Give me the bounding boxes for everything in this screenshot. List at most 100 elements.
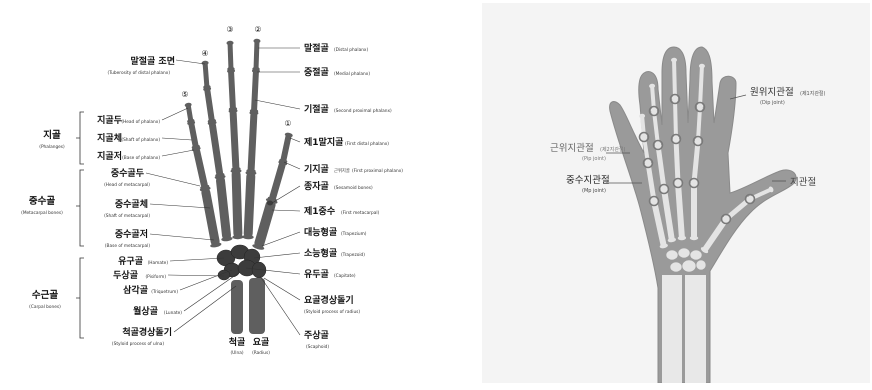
carpal-bone-6	[217, 269, 231, 281]
r-joint-ring-9	[669, 93, 681, 105]
bracket-metacarpals	[76, 169, 84, 247]
finger-3-bone-3-shaft	[227, 41, 234, 71]
r-joint-ring-2	[658, 183, 670, 195]
r-finger-4-bone-2-shaft	[652, 110, 660, 146]
leader-line-17	[149, 203, 211, 209]
finger-3-bone-1-shaft	[229, 109, 240, 171]
label-base-phalanx-en: (Base of phalanx)	[122, 155, 160, 161]
group-brackets	[76, 111, 84, 339]
leader-line-15	[161, 149, 195, 157]
r-joint-ring-5	[670, 133, 682, 145]
group-metacarpals-en: (Metacarpal bones)	[21, 210, 63, 216]
label-dip-joint-ko2: (제1지관절)	[800, 90, 826, 97]
r-joint-ring-3	[648, 195, 660, 207]
label-pip-joint-en: (Pip joint)	[582, 156, 606, 162]
r-thumb-bone-0-base	[700, 247, 709, 254]
r-finger-5-bone-1-shaft	[645, 162, 657, 202]
r-thumb-bone-2-base	[748, 195, 754, 202]
hand-joints-svg: 원위지관절 (제1지관절) (Dip joint) 근위지관절 (제2지관절) …	[550, 46, 826, 384]
finger-5-bone-2	[187, 120, 200, 150]
finger-2-bone-0-shaft	[243, 171, 256, 239]
label-shaft-phalanx-en: (Shaft of phalanx)	[121, 137, 160, 143]
r-finger-2-bone-3-shaft	[698, 64, 704, 108]
group-carpals: 수근골	[32, 290, 58, 301]
label-head-phalanx: 지골두	[97, 114, 122, 126]
finger-5-bone-3-shaft	[185, 103, 194, 123]
finger-2-bone-0-base	[242, 234, 254, 240]
hand-bones-svg: ① ② ③ ④ ⑤ 말절골 (Distal phalanx) 중절골 (Medi…	[21, 25, 403, 356]
label-pip-joint-ko2: (제2지관절)	[600, 146, 626, 153]
r-finger-3-bone-1-base	[674, 179, 682, 185]
finger-5-bone-2-base	[191, 144, 200, 150]
label-tuberosity: 말절골 조면	[130, 55, 175, 67]
leader-line-23	[173, 285, 237, 333]
finger-3-bone-1	[228, 108, 241, 172]
r-finger-3-bone-3-head	[671, 57, 678, 63]
r-thumb-bone-1-base	[723, 215, 730, 222]
r-thumb-bone-2-shaft	[749, 187, 773, 201]
finger-3-bone-2-base	[228, 106, 238, 112]
finger-2-bone-3	[252, 38, 261, 72]
finger-5-bone-0-shaft	[201, 187, 220, 247]
label-base-metacarpal: 중수골저	[115, 228, 148, 240]
label-ulna-en: (Ulna)	[230, 350, 243, 356]
label-trapezoid-en: (Trapezoid)	[341, 252, 365, 258]
hand-skeleton	[184, 38, 293, 334]
label-head-metacarpal: 중수골두	[111, 168, 144, 179]
finger-5-bone-3-head	[184, 102, 192, 108]
finger-2-bone-3-head	[253, 38, 261, 44]
finger-5-bone-3	[184, 102, 195, 124]
label-trapezoid: 소능형골	[304, 247, 337, 259]
r-finger-5-bone-1-base	[650, 197, 658, 203]
label-first-metacarpal: 제1중수	[304, 205, 335, 217]
label-capitate: 유두골	[304, 269, 329, 280]
finger-5-bone-3-base	[187, 118, 195, 124]
thumb-bone-2-shaft	[280, 133, 292, 163]
ulna-bone	[662, 275, 682, 383]
finger-5-bone-1	[191, 146, 210, 190]
finger-number-1: ①	[284, 119, 291, 128]
label-lunate-en: (Lunate)	[164, 310, 182, 316]
leader-line-7	[261, 231, 301, 247]
finger-2-bone-2	[249, 68, 260, 114]
joint-leader-lines	[606, 94, 786, 184]
label-first-proximal-phalanx-ko2: 근위지골	[334, 167, 350, 174]
label-medial-phalanx: 중절골	[304, 66, 329, 78]
r-finger-4-bone-3-shaft	[650, 84, 656, 112]
leader-line-2	[254, 99, 301, 110]
r-finger-2-bone-0	[689, 181, 699, 241]
finger-number-5: ⑤	[181, 90, 188, 99]
r-finger-2-bone-0-base	[689, 235, 699, 241]
r-finger-4-bone-3	[649, 83, 658, 113]
thumb-bone-0-shaft	[254, 199, 276, 249]
leader-line-16	[145, 172, 201, 187]
leader-line-4	[283, 161, 301, 170]
r-thumb-bone-0-shaft	[702, 218, 728, 252]
r-finger-2-bone-1-base	[690, 179, 698, 185]
r-finger-5-bone-2-base	[644, 159, 652, 165]
r-finger-4-bone-2-base	[654, 141, 662, 147]
label-second-proximal-phalanx: 기절골	[304, 103, 329, 115]
r-joint-ring-12	[720, 213, 732, 225]
finger-5-bone-1-shaft	[193, 147, 208, 189]
finger-3-bone-2	[227, 68, 238, 112]
leader-line-18	[149, 233, 215, 241]
leader-line-8	[253, 252, 301, 259]
label-radius-en: (Radius)	[252, 350, 270, 356]
label-sesamoid-en: (Sesamoid bones)	[334, 185, 373, 191]
r-thumb-bone-2	[748, 186, 774, 202]
finger-3-bone-3-head	[226, 40, 234, 46]
label-ulna: 척골	[229, 336, 246, 348]
r-finger-4-bone-1-base	[660, 185, 668, 191]
label-shaft-phalanx: 지골체	[97, 132, 122, 144]
r-finger-2-bone-2-shaft	[696, 106, 702, 142]
finger-3-bone-3-base	[227, 66, 235, 72]
r-thumb-bone-2-head	[768, 186, 774, 193]
label-trapezium: 대능형골	[304, 226, 337, 238]
finger-2-bone-0	[242, 170, 257, 240]
r-joint-ring-11	[638, 131, 650, 143]
finger-number-2: ②	[254, 25, 261, 34]
label-distal-phalanx-en: (Distal phalanx)	[334, 47, 368, 53]
finger-4-bone-3	[201, 60, 211, 90]
finger-2-bone-3-base	[252, 66, 260, 72]
